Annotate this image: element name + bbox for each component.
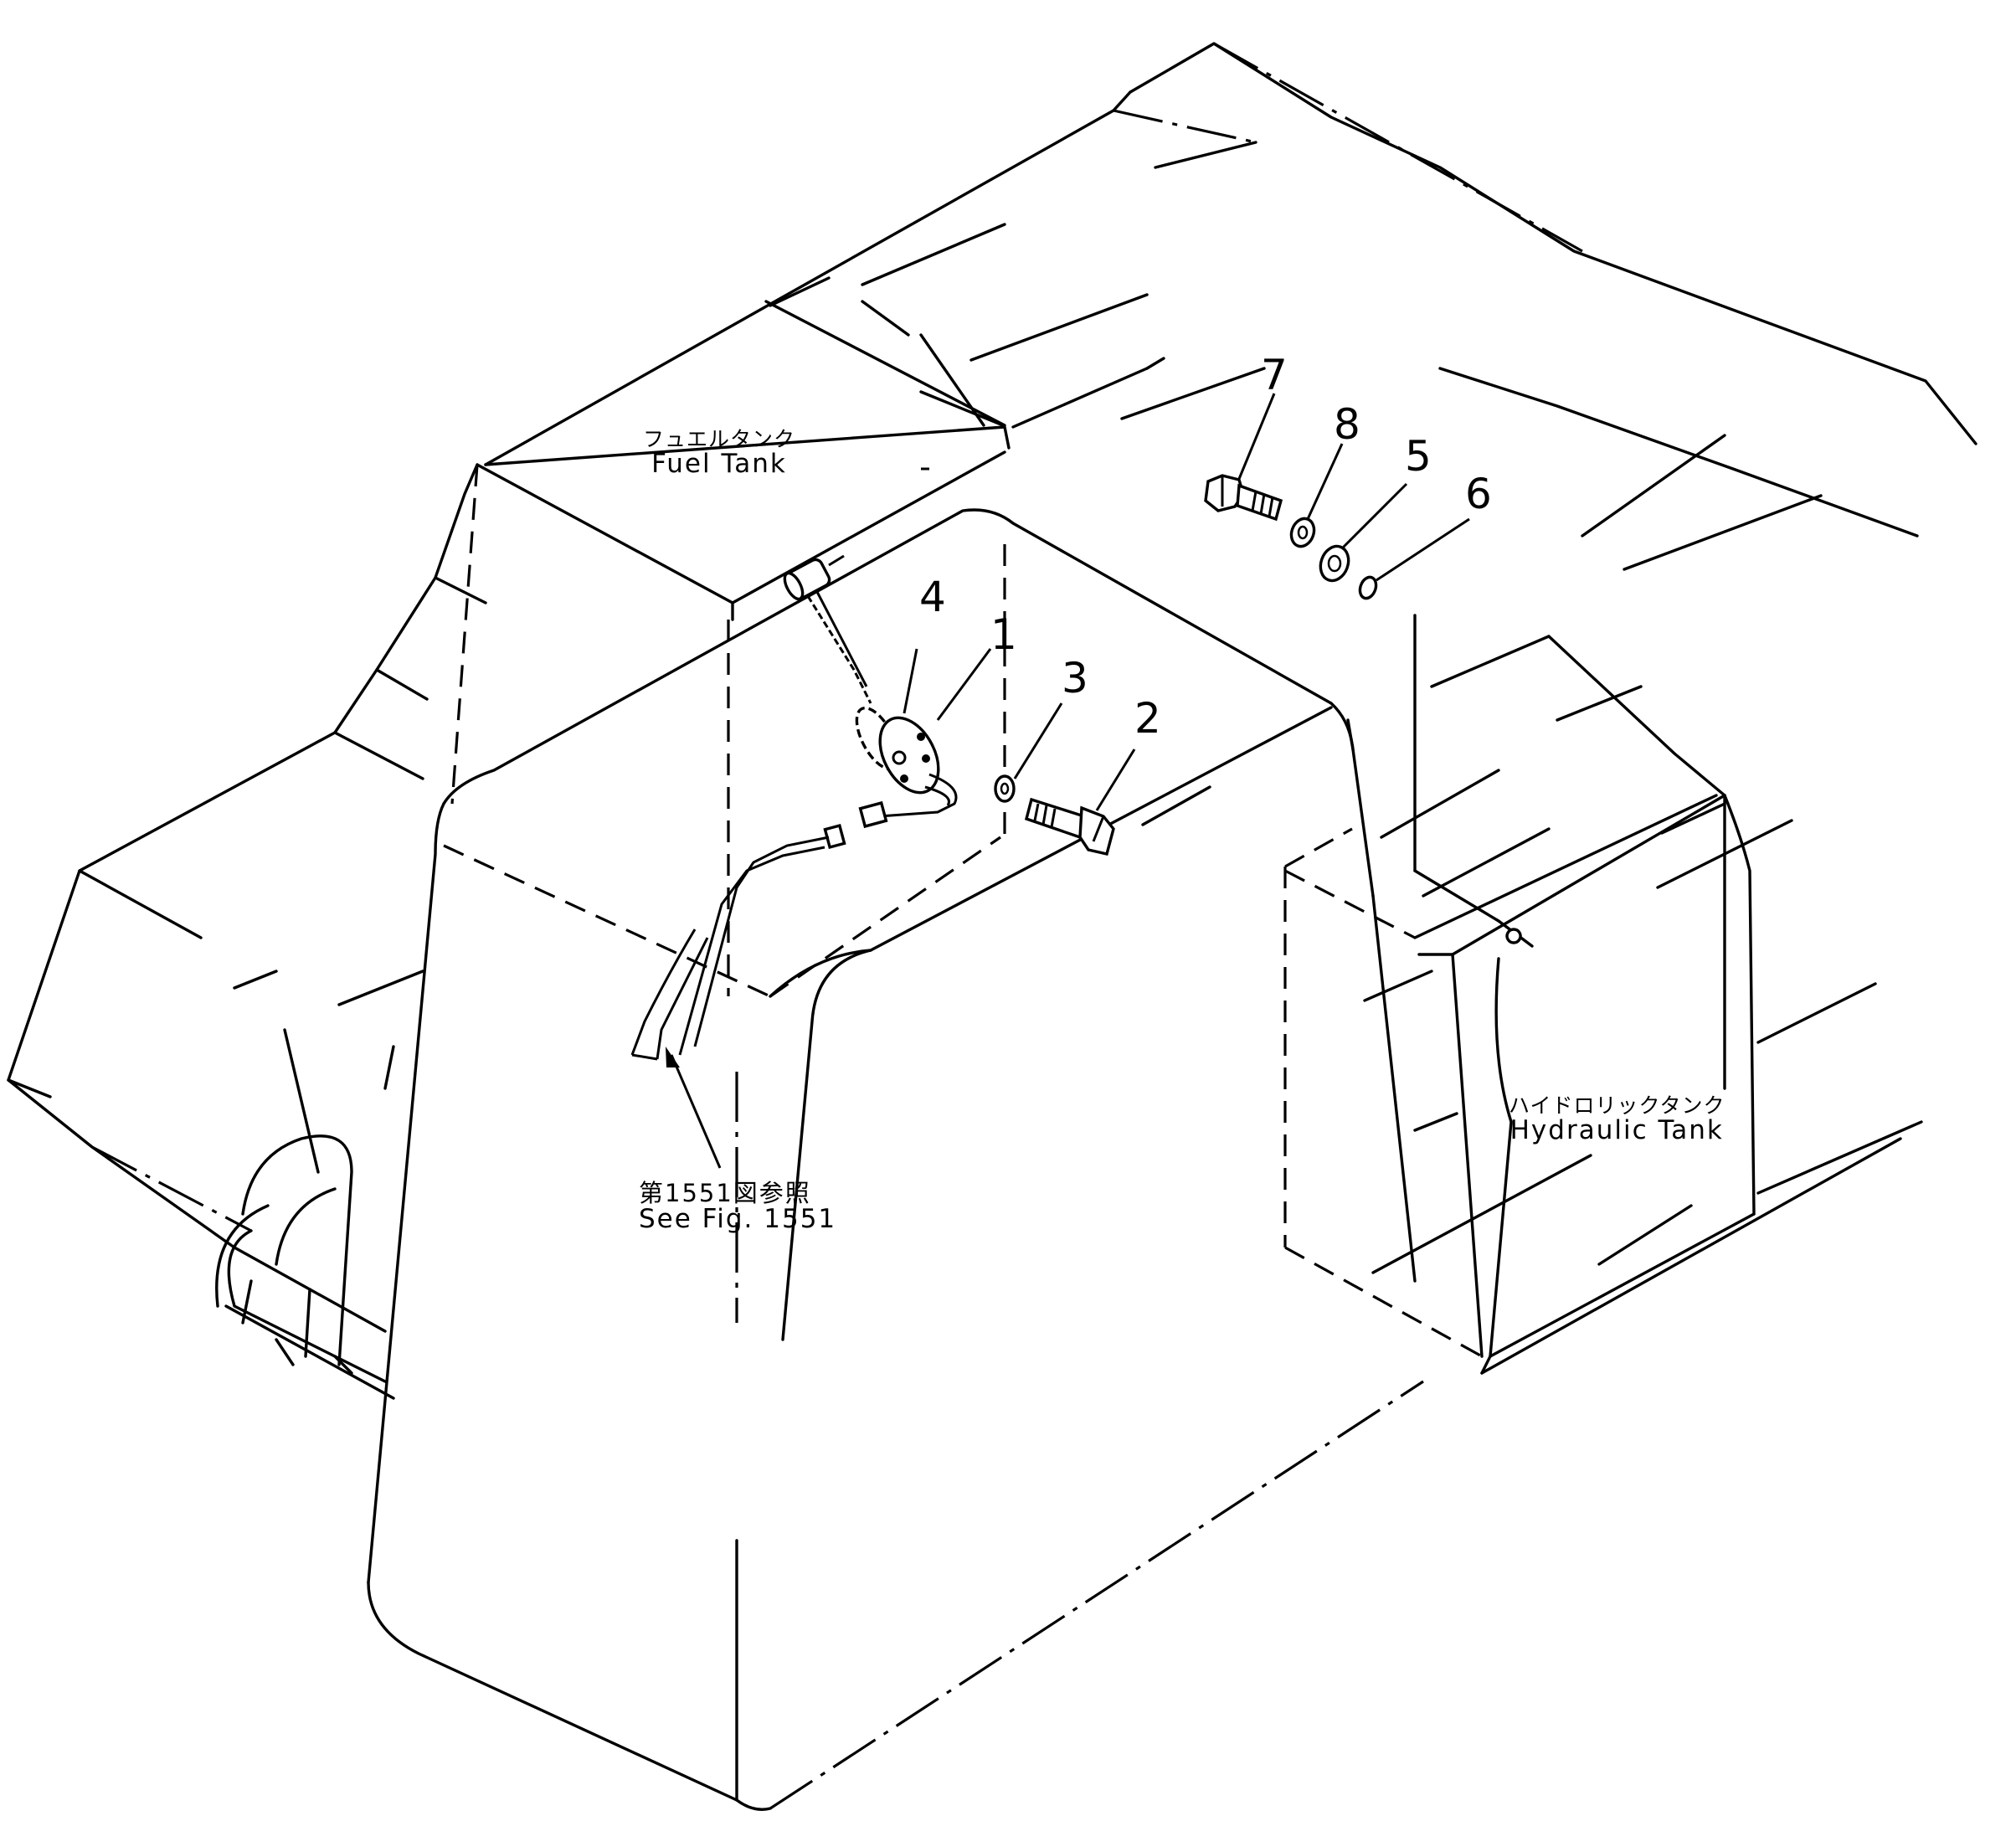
- see-fig-reference: 第1551図参照 See Fig. 1551: [639, 1181, 836, 1233]
- machine-cover-outline: [484, 42, 1977, 571]
- fuel-level-sender-parts: [630, 474, 1378, 1061]
- callout-leaders: [666, 393, 1470, 1169]
- see-fig-reference-jp: 第1551図参照: [639, 1179, 811, 1207]
- hydraulic-tank-label: ハイドロリックタンク Hydraulic Tank: [1509, 1093, 1725, 1146]
- callout-2: 2: [1134, 694, 1161, 743]
- fuel-tank-label-en: Fuel Tank: [651, 449, 787, 480]
- hydraulic-tank: [1283, 614, 1923, 1375]
- callout-1: 1: [990, 610, 1017, 659]
- fuel-tank-label-jp: フュエルタンク: [643, 427, 796, 451]
- fuel-tank-body: [367, 508, 1424, 1811]
- callout-3: 3: [1062, 654, 1088, 702]
- fuel-tank-label: フュエルタンク Fuel Tank: [643, 427, 796, 480]
- hydraulic-tank-label-en: Hydraulic Tank: [1509, 1115, 1724, 1146]
- fuel-tank-upper-block: [476, 300, 1165, 621]
- callout-4: 4: [919, 573, 946, 621]
- left-housing: [7, 463, 487, 1400]
- see-fig-reference-en: See Fig. 1551: [639, 1204, 837, 1235]
- callout-8: 8: [1334, 400, 1360, 449]
- callout-5: 5: [1405, 432, 1432, 481]
- callout-7: 7: [1261, 351, 1288, 399]
- hydraulic-tank-label-jp: ハイドロリックタンク: [1509, 1093, 1725, 1118]
- callout-6: 6: [1465, 470, 1492, 518]
